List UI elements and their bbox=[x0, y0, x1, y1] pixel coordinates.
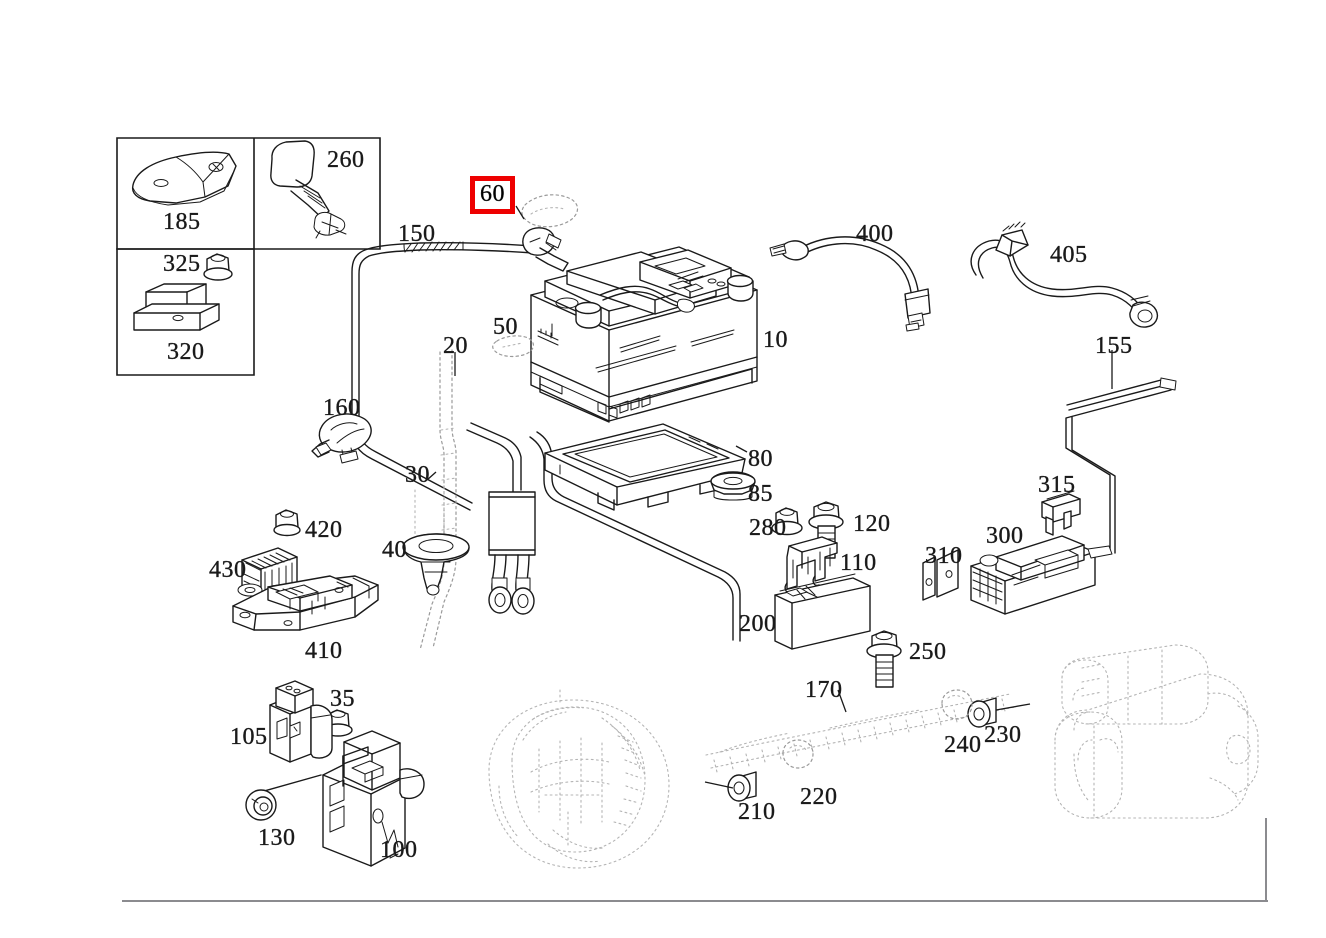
part-325-flange-nut bbox=[203, 253, 233, 281]
callout-420: 420 bbox=[305, 517, 343, 543]
callout-320: 320 bbox=[167, 339, 205, 365]
callout-85: 85 bbox=[748, 481, 773, 507]
part-105-terminal-block bbox=[269, 680, 333, 763]
callout-120: 120 bbox=[853, 511, 891, 537]
callout-430: 430 bbox=[209, 557, 247, 583]
callout-250: 250 bbox=[909, 639, 947, 665]
part-230-bushing bbox=[967, 697, 1031, 728]
part-130-bushing bbox=[245, 774, 322, 821]
part-185-bracket bbox=[131, 151, 237, 206]
part-300-fusebox bbox=[970, 535, 1096, 615]
callout-50: 50 bbox=[493, 314, 518, 340]
callout-150: 150 bbox=[398, 221, 436, 247]
callout-325: 325 bbox=[163, 251, 201, 277]
callout-310: 310 bbox=[925, 543, 963, 569]
part-260-sensor bbox=[270, 140, 347, 239]
callout-170: 170 bbox=[805, 677, 843, 703]
part-30-negative-cable bbox=[466, 422, 741, 642]
part-405-cable bbox=[970, 221, 1159, 328]
callout-160: 160 bbox=[323, 395, 361, 421]
callout-20: 20 bbox=[443, 333, 468, 359]
callout-35: 35 bbox=[330, 686, 355, 712]
callout-230: 230 bbox=[984, 722, 1022, 748]
callout-60-highlighted[interactable]: 60 bbox=[470, 176, 515, 214]
callout-185: 185 bbox=[163, 209, 201, 235]
part-155-ground-strap bbox=[1065, 350, 1177, 559]
part-10-battery bbox=[530, 246, 758, 423]
part-320-module bbox=[133, 283, 220, 331]
callout-10: 10 bbox=[763, 327, 788, 353]
callout-80: 80 bbox=[748, 446, 773, 472]
part-400-cable bbox=[769, 236, 931, 332]
part-40-stopper bbox=[402, 486, 470, 596]
reference-starter-motor bbox=[1054, 644, 1259, 819]
part-310-shims bbox=[922, 549, 959, 601]
part-60-terminal-cover bbox=[515, 194, 579, 228]
part-420-nut bbox=[273, 509, 301, 537]
part-50-phantom-clamp bbox=[492, 335, 534, 358]
callout-110: 110 bbox=[840, 550, 877, 576]
part-410-tray bbox=[232, 575, 379, 631]
part-315-fuse bbox=[1041, 490, 1081, 536]
part-250-bolt bbox=[866, 630, 902, 688]
inset-panel-borders bbox=[116, 137, 381, 376]
part-210-bushing bbox=[704, 771, 757, 802]
callout-240: 240 bbox=[944, 732, 982, 758]
callout-315: 315 bbox=[1038, 472, 1076, 498]
callout-220: 220 bbox=[800, 784, 838, 810]
callout-155: 155 bbox=[1095, 333, 1133, 359]
callout-410: 410 bbox=[305, 638, 343, 664]
frame-bottom-border bbox=[122, 900, 1268, 902]
callout-300: 300 bbox=[986, 523, 1024, 549]
part-200-box bbox=[774, 573, 871, 650]
cable-150-braid bbox=[403, 241, 464, 253]
reference-alternator bbox=[488, 689, 670, 869]
part-220-phantom-bushing bbox=[782, 739, 814, 769]
callout-210: 210 bbox=[738, 799, 776, 825]
callout-30: 30 bbox=[405, 462, 430, 488]
callout-130: 130 bbox=[258, 825, 296, 851]
part-100-module bbox=[322, 730, 425, 867]
part-170-braided-strap bbox=[705, 689, 1016, 773]
callout-280: 280 bbox=[749, 515, 787, 541]
callout-200: 200 bbox=[739, 611, 777, 637]
lead-lines bbox=[735, 445, 748, 453]
part-85-grommet bbox=[710, 471, 756, 501]
part-240-phantom-bushing bbox=[941, 689, 973, 720]
callout-40: 40 bbox=[382, 537, 407, 563]
callout-405: 405 bbox=[1050, 242, 1088, 268]
callout-100: 100 bbox=[380, 837, 418, 863]
frame-right-border bbox=[1265, 818, 1267, 902]
callout-400: 400 bbox=[856, 221, 894, 247]
part-280-flange-nut bbox=[771, 507, 803, 536]
callout-260: 260 bbox=[327, 147, 365, 173]
part-160-terminal bbox=[311, 413, 372, 464]
callout-105: 105 bbox=[230, 724, 268, 750]
part-20-30-phantom-hose bbox=[419, 349, 457, 651]
part-80-battery-tray bbox=[544, 423, 746, 511]
